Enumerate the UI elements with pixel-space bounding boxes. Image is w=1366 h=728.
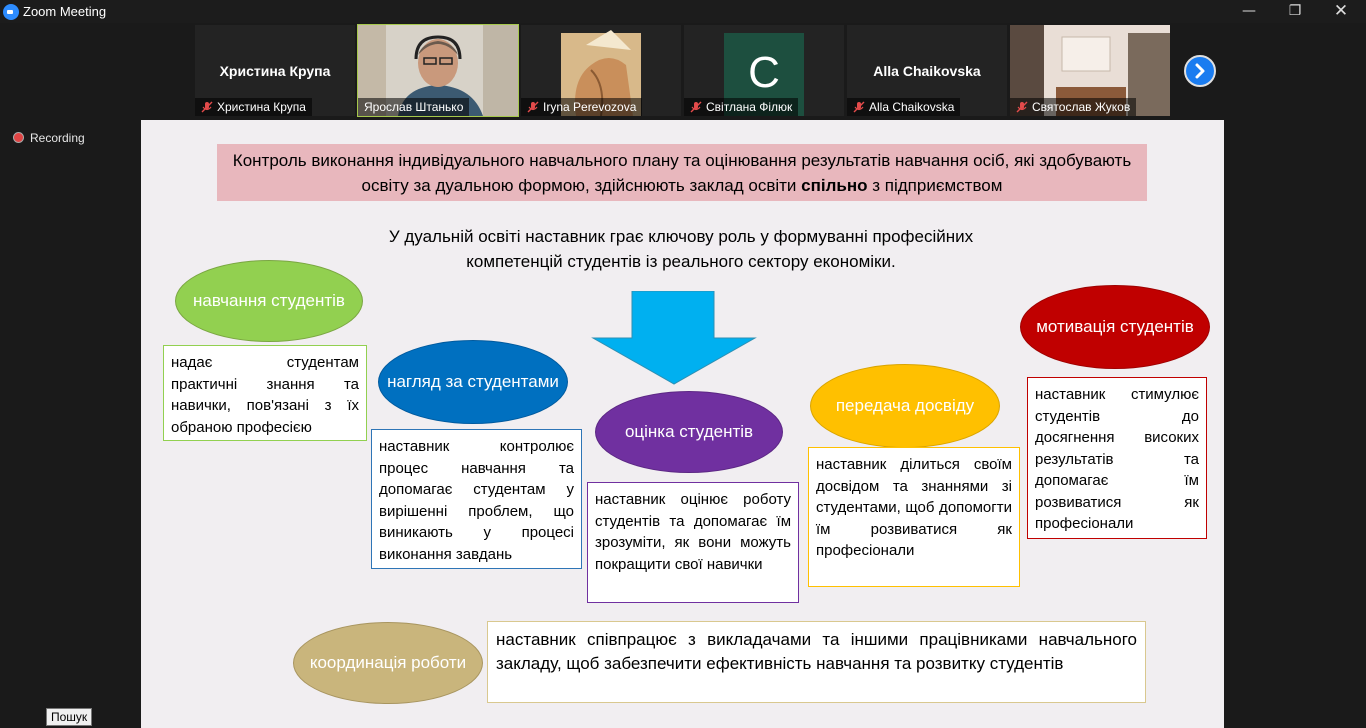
participant-big-name: Alla Chaikovska (873, 63, 981, 79)
topic-box-experience: наставник ділиться своїм досвідом та зна… (808, 447, 1020, 587)
participant-name: Святослав Жуков (1032, 100, 1131, 114)
recording-label: Recording (30, 131, 85, 145)
slide-intro: У дуальній освіті наставник грає ключову… (301, 224, 1061, 274)
participant-name: Iryna Perevozova (543, 100, 637, 114)
title-bar: Zoom Meeting — ❐ ✕ (0, 0, 1366, 23)
participant-tile[interactable]: Iryna Perevozova (521, 25, 681, 116)
topic-box-coordination: наставник співпрацює з викладачами та ін… (487, 621, 1146, 703)
participant-tile[interactable]: Христина Крупа Христина Крупа (195, 25, 355, 116)
topic-oval-teaching: навчання студентів (175, 260, 363, 342)
next-page-button[interactable] (1184, 55, 1216, 87)
topic-oval-supervision: нагляд за студентами (378, 340, 568, 424)
slide-header-text: Контроль виконання індивідуального навча… (232, 151, 1132, 195)
topic-box-teaching: надає студентам практичні знання та нави… (163, 345, 367, 441)
shared-slide: Контроль виконання індивідуального навча… (141, 120, 1224, 728)
participant-name: Ярослав Штанько (364, 100, 464, 114)
participant-tile[interactable]: Ярослав Штанько (357, 24, 519, 117)
maximize-icon[interactable]: ❐ (1288, 3, 1302, 19)
chevron-right-icon (1195, 63, 1205, 79)
participant-video (358, 25, 518, 116)
topic-oval-coordination: координація роботи (293, 622, 483, 704)
participant-name: Христина Крупа (217, 100, 306, 114)
participant-namebar: Iryna Perevozova (521, 98, 643, 116)
participant-tile[interactable]: C Світлана Філюк (684, 25, 844, 116)
participant-namebar: Святослав Жуков (1010, 98, 1137, 116)
slide-intro-line: компетенцій студентів із реального секто… (466, 252, 896, 271)
recording-indicator[interactable]: Recording (13, 131, 85, 145)
mic-muted-icon (1016, 101, 1028, 113)
participant-tile[interactable]: Alla Chaikovska Alla Chaikovska (847, 25, 1007, 116)
slide-header-bold: спільно (801, 176, 868, 195)
mic-muted-icon (690, 101, 702, 113)
topic-oval-assessment: оцінка студентів (595, 391, 783, 473)
window-title: Zoom Meeting (23, 4, 107, 19)
slide-header-text-end: з підприємством (867, 176, 1003, 195)
mic-muted-icon (527, 101, 539, 113)
slide-header: Контроль виконання індивідуального навча… (217, 144, 1147, 201)
participant-namebar: Світлана Філюк (684, 98, 799, 116)
slide-intro-line: У дуальній освіті наставник грає ключову… (388, 227, 974, 246)
participant-big-name: Христина Крупа (219, 63, 331, 79)
mic-muted-icon (853, 101, 865, 113)
search-tooltip: Пошук (46, 708, 93, 726)
participant-name: Світлана Філюк (706, 100, 793, 114)
close-icon[interactable]: ✕ (1333, 1, 1349, 21)
topic-box-assessment: наставник оцінює роботу студентів та доп… (587, 482, 799, 603)
mic-muted-icon (201, 101, 213, 113)
topic-oval-motivation: мотивація студентів (1020, 285, 1210, 369)
minimize-icon[interactable]: — (1242, 3, 1256, 19)
topic-oval-experience: передача досвіду (810, 364, 1000, 448)
record-dot-icon (13, 132, 24, 143)
participant-namebar: Ярослав Штанько (358, 98, 470, 116)
participant-namebar: Христина Крупа (195, 98, 312, 116)
topic-box-supervision: наставник контролює процес навчання та д… (371, 429, 582, 569)
participant-tile[interactable]: Святослав Жуков (1010, 25, 1170, 116)
participant-namebar: Alla Chaikovska (847, 98, 961, 116)
down-arrow-shape (591, 291, 757, 385)
zoom-app-icon (3, 4, 19, 20)
topic-box-motivation: наставник стимулює студентів до досягнен… (1027, 377, 1207, 539)
participant-name: Alla Chaikovska (869, 100, 955, 114)
